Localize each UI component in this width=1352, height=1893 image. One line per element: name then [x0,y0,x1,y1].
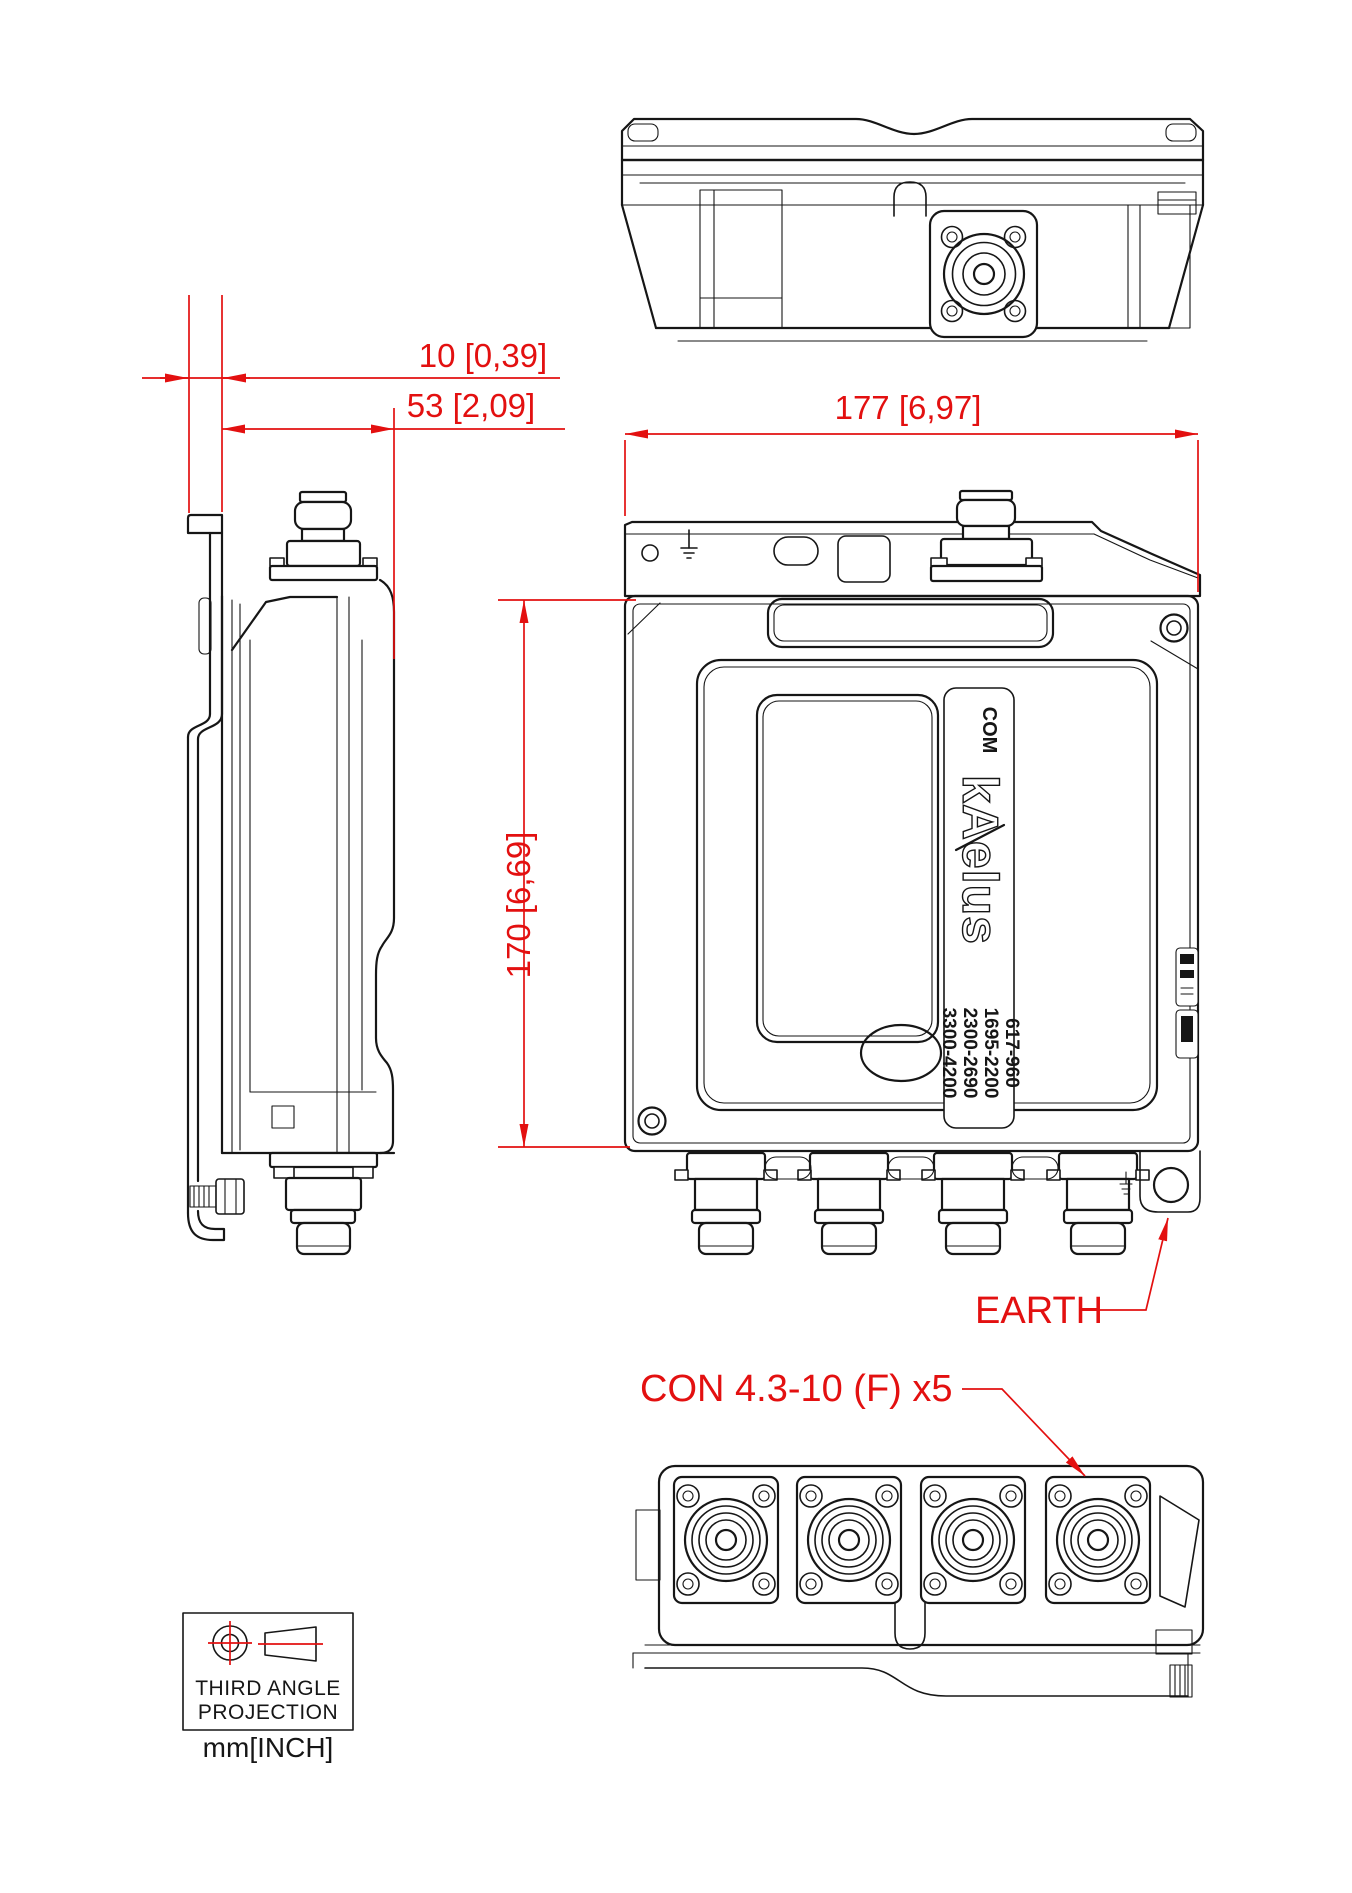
band-label: 2300-2690 [959,1008,980,1099]
side-view-bottom-connector [268,1151,379,1256]
front-view-bracket [623,520,1202,598]
front-view-top-connector [929,489,1044,583]
earth-label: EARTH [975,1290,1103,1332]
dimension-170: 170 [6,69] [498,599,636,1148]
projection-text-line2: PROJECTION [198,1701,338,1724]
bottom-view-connector-plate [795,1475,903,1605]
side-view-top-connector [268,490,379,582]
front-view-lid [695,658,1159,1112]
top-view [620,117,1205,342]
dim-53-label: 53 [2,09] [407,387,535,424]
connector [797,1151,901,1256]
band-label: 617-960 [1001,1018,1022,1088]
bottom-view-connector-plate [672,1475,780,1605]
top-view-corner-tab [1165,123,1197,142]
band-label: 3300-4200 [938,1008,959,1099]
connector [921,1151,1025,1256]
dimension-10: 10 [0,39] [142,295,560,513]
com-port-label: COM [978,707,1000,754]
side-view [186,490,396,1256]
projection-symbol-box: THIRD ANGLE PROJECTION mm[INCH] [182,1612,354,1763]
projection-symbol [208,1621,323,1665]
dim-10-label: 10 [0,39] [419,337,547,374]
front-view: COM kAelus 617-960 1695-2200 2300-2690 3… [623,489,1202,1256]
front-view-bracket-hole [641,544,659,562]
units-note: mm[INCH] [203,1732,334,1763]
bottom-view-right-block [1155,1629,1193,1655]
top-view-corner-tab [627,123,659,142]
earth-lug [1119,1150,1201,1213]
bottom-view-right-bracket [1159,1495,1200,1608]
side-view-bolt [189,1178,245,1215]
bottom-view-connector-plate [1044,1475,1152,1605]
connector [1046,1151,1150,1256]
front-view-housing [623,594,1200,1153]
front-view-center-panel [755,693,940,1044]
top-view-latch [1157,191,1197,215]
bottom-view-left-tab [635,1509,661,1581]
front-view-clamp-bar [766,597,1055,649]
product-label-plate: COM kAelus 617-960 1695-2200 2300-2690 3… [938,687,1022,1129]
bottom-view [632,1464,1205,1698]
kaelus-logo-slash [954,823,1006,852]
top-view-right-boss [1127,204,1191,329]
earth-callout: EARTH [975,1217,1169,1332]
side-view-bracket-detent [198,597,212,655]
side-view-bracket [186,513,245,1242]
flange-slot [1011,1156,1059,1180]
ground-symbol [680,529,698,559]
front-view-bottom-connectors [674,1151,1150,1256]
front-view-corner-screw-top-right [1150,613,1199,670]
front-view-bracket-slot [773,536,819,566]
flange-slot [764,1156,812,1180]
projection-text-line1: THIRD ANGLE [195,1677,341,1700]
dimension-53: 53 [2,09] [222,387,565,659]
dimension-177: 177 [6,97] [624,389,1199,592]
band-label: 1695-2200 [980,1008,1001,1099]
side-view-hinge-tab [271,1105,295,1129]
bottom-view-connector-plate [919,1475,1027,1605]
connector-callout: CON 4.3-10 (F) x5 [640,1368,1086,1477]
connector-label: CON 4.3-10 (F) x5 [640,1368,953,1410]
top-view-left-boss [699,189,783,329]
kaelus-logo: kAelus [952,775,1008,945]
side-view-body [220,578,396,1155]
connector [674,1151,778,1256]
top-view-u-tab [893,181,927,217]
front-view-round-boss [859,1023,943,1083]
bottom-view-bolt [1169,1664,1193,1698]
compliance-label [1175,947,1199,1059]
bottom-view-u-tab [894,1602,926,1650]
front-view-bracket-square-hole [837,535,891,583]
front-view-corner-screw-bottom-left [637,1106,667,1136]
dim-170-label: 170 [6,69] [500,832,537,979]
top-view-connector [928,209,1039,339]
dim-177-label: 177 [6,97] [835,389,982,426]
flange-slot [887,1156,935,1180]
